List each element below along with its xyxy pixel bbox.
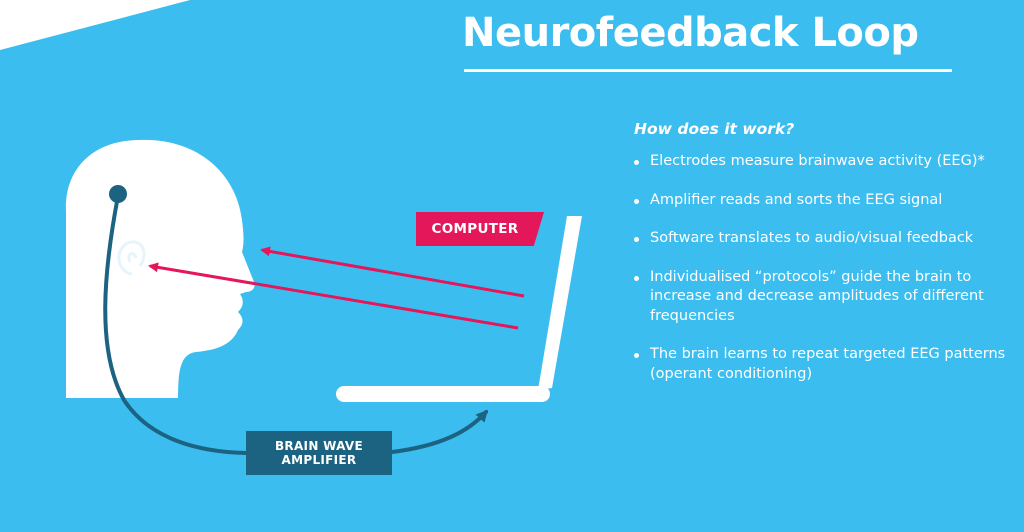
bullet-icon [634,275,639,281]
how-it-works-panel: How does it work? Electrodes measure bra… [634,120,1014,403]
step-text: Amplifier reads and sorts the EEG signal [650,191,943,208]
amplifier-box: BRAIN WAVE AMPLIFIER [246,431,392,475]
amplifier-label: BRAIN WAVE AMPLIFIER [274,439,363,467]
bullet-icon [634,160,639,165]
step-text: Electrodes measure brainwave activity (E… [650,153,985,169]
feedback-arrow-lower [148,262,519,330]
page-title: Neurofeedback Loop [462,10,919,56]
laptop-icon [336,216,582,402]
electrode-wire [103,194,248,455]
ear-icon [117,240,146,276]
computer-label: COMPUTER [416,212,544,246]
how-it-works-heading: How does it work? [634,120,795,138]
list-item: Individualised “protocols” guide the bra… [634,268,1014,327]
corner-decoration [0,0,190,50]
title-underline [464,69,952,72]
bullet-icon [634,198,639,204]
step-text: Software translates to audio/visual feed… [650,230,974,246]
bullet-icon [634,237,639,242]
bullet-icon [634,353,639,358]
list-item: The brain learns to repeat targeted EEG … [634,345,1014,384]
list-item: Amplifier reads and sorts the EEG signal [634,191,1014,211]
list-item: Electrodes measure brainwave activity (E… [634,152,1014,172]
step-text: Individualised “protocols” guide the bra… [650,268,984,324]
electrode-icon [109,185,127,203]
feedback-arrow-upper [260,246,525,298]
list-item: Software translates to audio/visual feed… [634,229,1014,249]
amplifier-to-computer-arrow [390,409,489,454]
steps-list: Electrodes measure brainwave activity (E… [634,152,1014,384]
step-text: The brain learns to repeat targeted EEG … [650,346,1006,382]
computer-label-text: COMPUTER [431,221,519,237]
